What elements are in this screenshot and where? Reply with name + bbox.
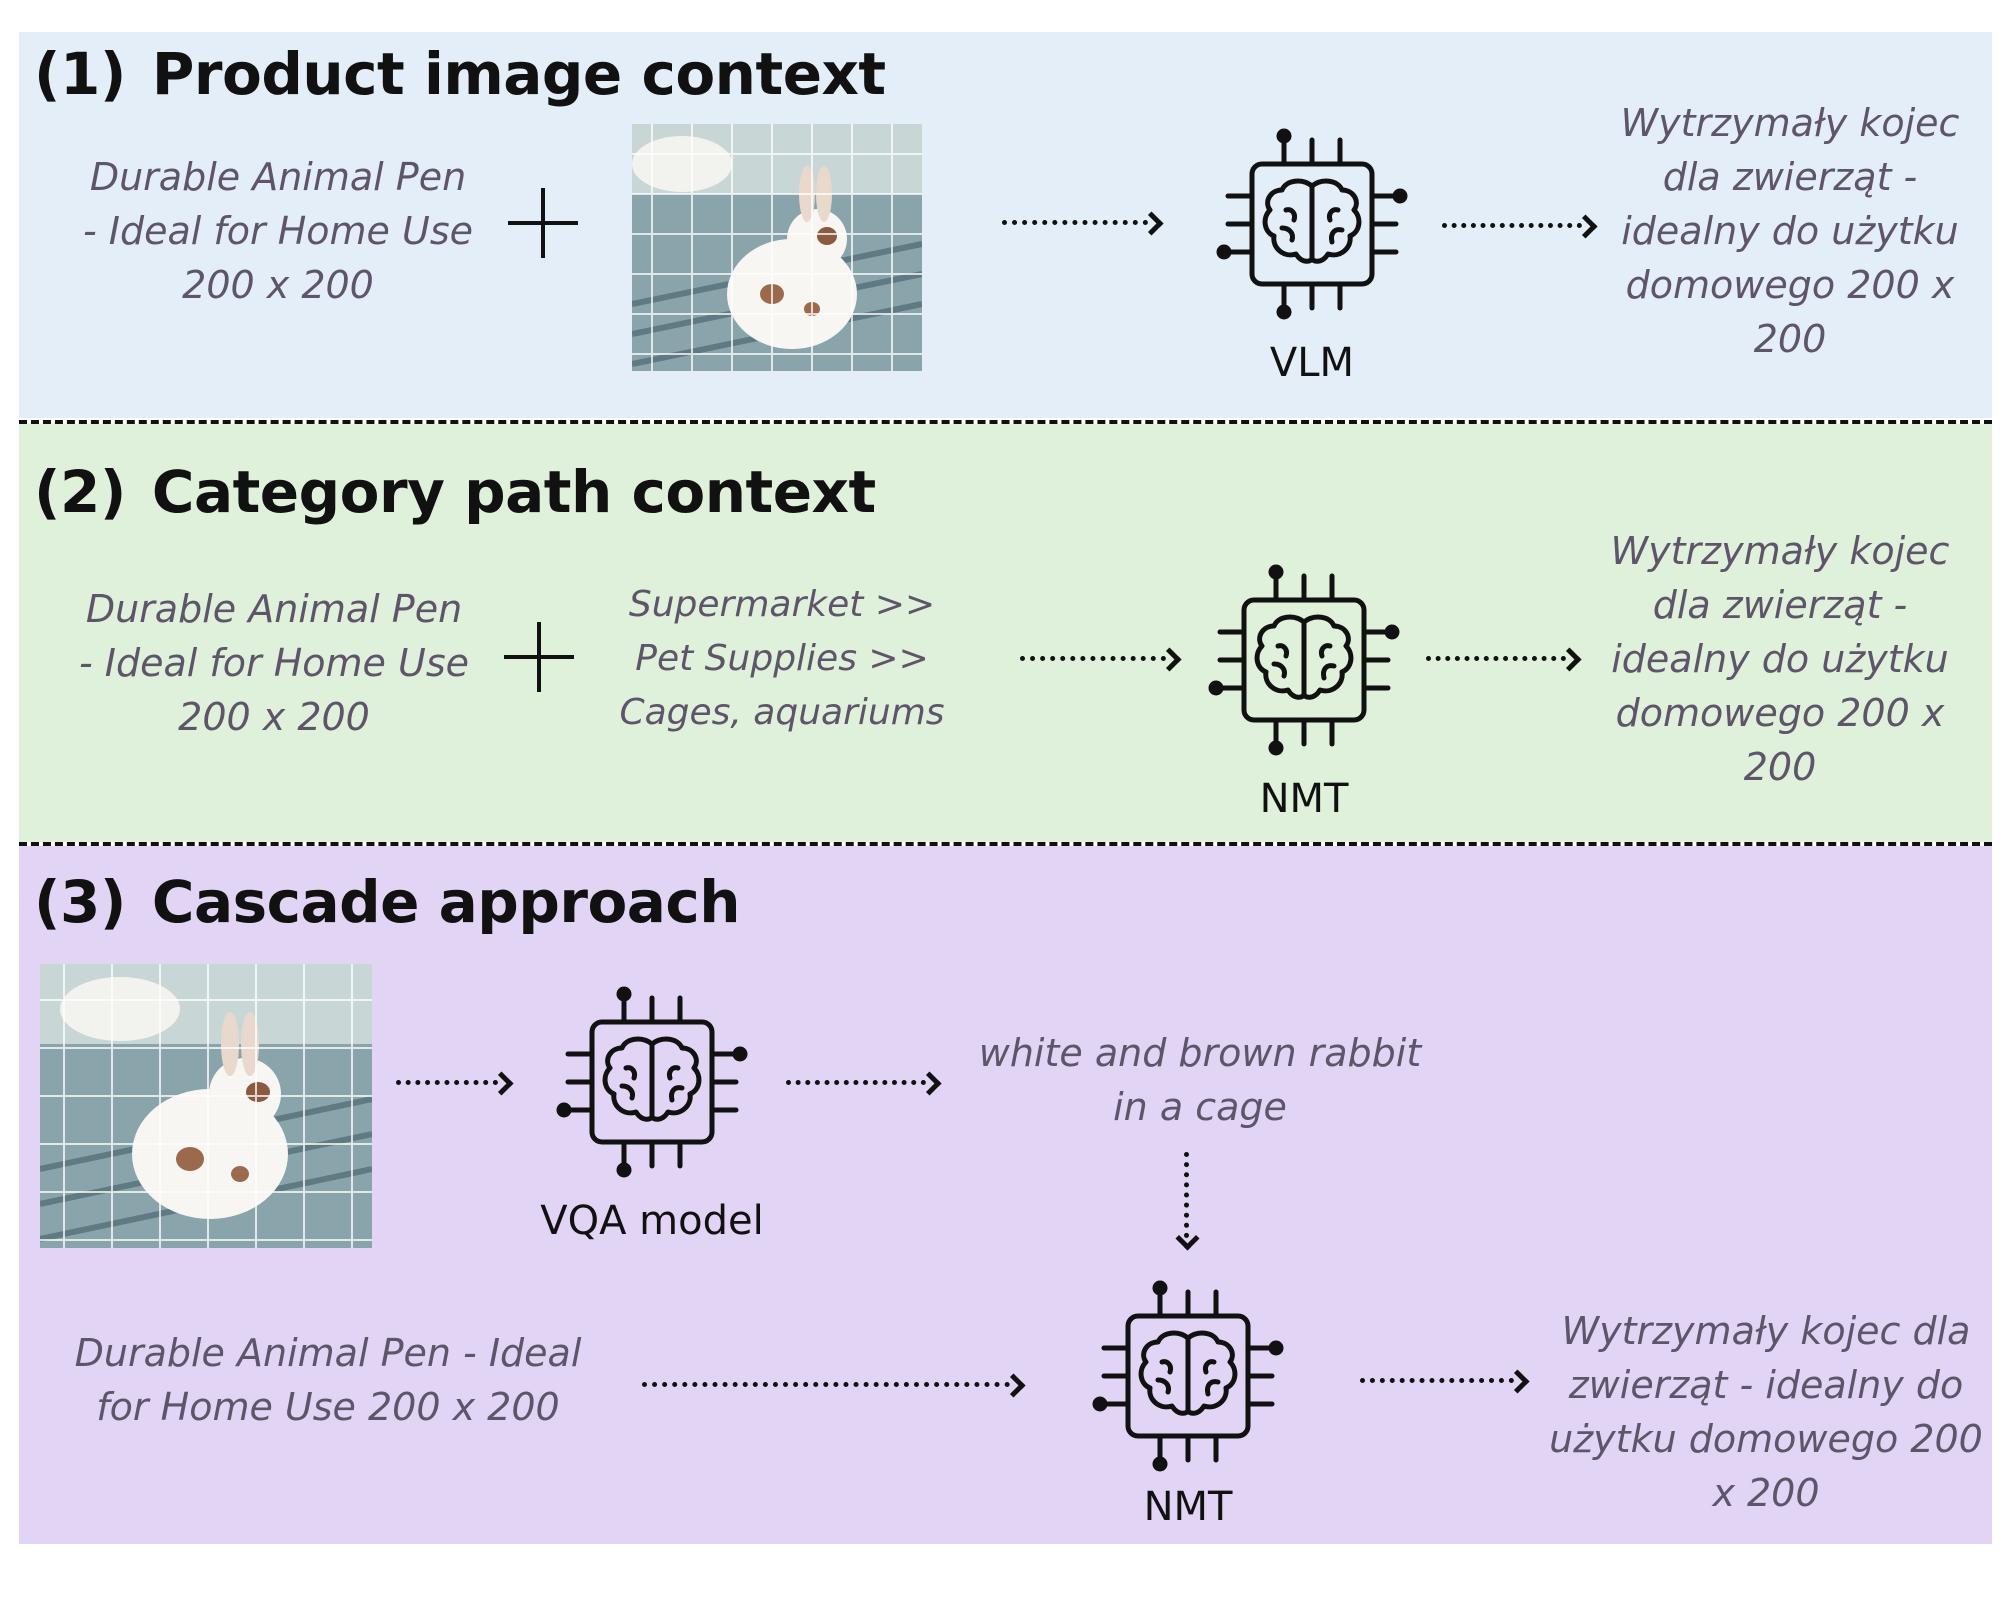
section-3-title-text: Cascade approach [151, 868, 741, 936]
rabbit-in-cage-photo [632, 124, 922, 371]
section-2-number: (2) [34, 458, 126, 526]
section-3-vqa-label: VQA model [540, 1198, 764, 1244]
arrow-down [1175, 1152, 1200, 1251]
arrow-right [786, 1071, 942, 1096]
section-1-title: (1) Product image context [34, 40, 886, 108]
section-1-output-text: Wytrzymały kojec dla zwierząt - idealny … [1620, 101, 1960, 361]
arrow-right [1020, 647, 1182, 672]
section-1-source-text: Durable Animal Pen - Ideal for Home Use … [82, 155, 474, 307]
section-1-title-text: Product image context [151, 40, 886, 108]
section-3-output-text: Wytrzymały kojec dla zwierząt - idealny … [1549, 1309, 1983, 1515]
section-2-category-path: Supermarket >> Pet Supplies >> Cages, aq… [619, 584, 945, 733]
section-1-model-label: VLM [1269, 340, 1355, 386]
plus-icon [504, 622, 574, 692]
brain-chip-icon [552, 982, 752, 1182]
section-2-panel [19, 424, 1992, 842]
section-2-title-text: Category path context [151, 458, 876, 526]
arrow-right [396, 1071, 514, 1096]
section-3-caption-text: white and brown rabbit in a cage [978, 1031, 1422, 1129]
section-2-output-text: Wytrzymały kojec dla zwierząt - idealny … [1610, 529, 1950, 789]
brain-chip-icon [1204, 560, 1404, 760]
arrow-right [1426, 647, 1582, 672]
section-3-source-text: Durable Animal Pen - Ideal for Home Use … [74, 1331, 582, 1429]
arrow-right [1002, 211, 1164, 236]
section-3-model-label: NMT [1143, 1484, 1233, 1530]
section-3-title: (3) Cascade approach [34, 868, 741, 936]
section-1-number: (1) [34, 40, 126, 108]
plus-icon [508, 188, 578, 258]
brain-chip-icon [1212, 124, 1412, 324]
section-2-title: (2) Category path context [34, 458, 876, 526]
arrow-right [1442, 214, 1598, 239]
section-2-source-text: Durable Animal Pen - Ideal for Home Use … [78, 587, 470, 739]
arrow-right [642, 1373, 1026, 1398]
arrow-right [1360, 1369, 1530, 1394]
brain-chip-icon [1088, 1276, 1288, 1476]
section-2-model-label: NMT [1259, 776, 1349, 822]
section-divider-2 [19, 842, 1992, 846]
rabbit-in-cage-photo [40, 964, 372, 1248]
section-1-panel [19, 32, 1992, 418]
section-3-number: (3) [34, 868, 126, 936]
section-divider-1 [19, 420, 1992, 424]
